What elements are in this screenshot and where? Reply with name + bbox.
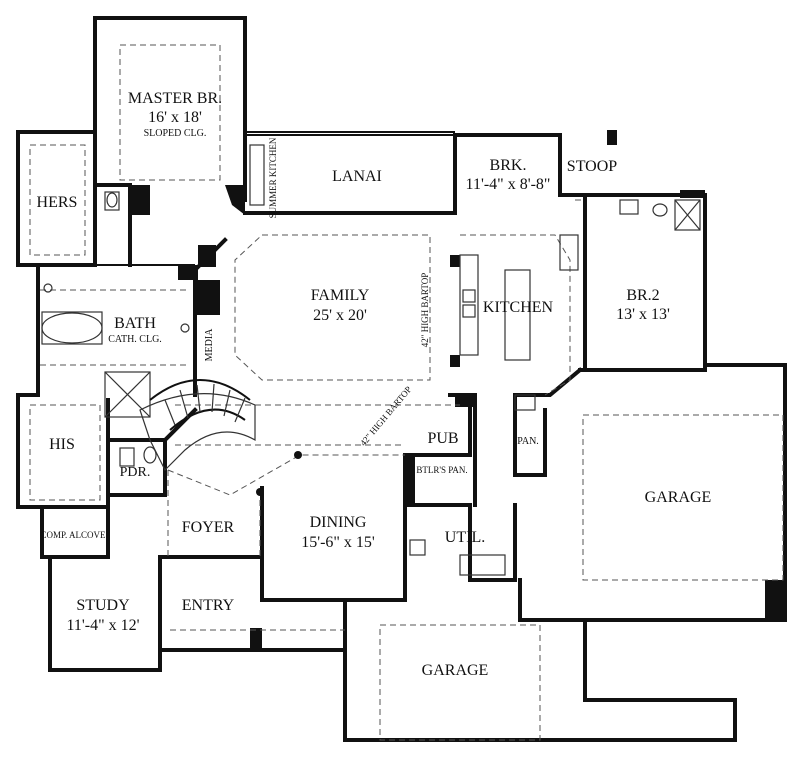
bath-name: BATH: [114, 315, 156, 332]
master-br-note: SLOPED CLG.: [144, 128, 207, 139]
dining-size: 15'-6" x 15': [301, 534, 375, 551]
media-name: MEDIA: [204, 328, 215, 362]
bath-note: CATH. CLG.: [108, 334, 162, 345]
study-name: STUDY: [76, 597, 130, 614]
room-labels: MASTER BR. 16' x 18' SLOPED CLG. HERS BA…: [37, 90, 712, 679]
garage-right-name: GARAGE: [645, 489, 712, 506]
brk-size: 11'-4" x 8'-8": [466, 176, 551, 193]
stoop-name: STOOP: [567, 158, 617, 175]
garage-bottom-name: GARAGE: [422, 662, 489, 679]
family-size: 25' x 20': [313, 307, 367, 324]
kitchen-name: KITCHEN: [483, 299, 554, 316]
staircase: [139, 379, 302, 496]
comp-alcove-name: COMP. ALCOVE: [40, 530, 106, 540]
fixtures: [41, 144, 701, 576]
br2-size: 13' x 13': [616, 306, 670, 323]
brk-name: BRK.: [490, 157, 527, 174]
pan-name: PAN.: [517, 436, 539, 447]
hers-name: HERS: [37, 194, 78, 211]
master-br-name: MASTER BR.: [128, 90, 222, 107]
dashed-lines: [29, 44, 784, 741]
br2-name: BR.2: [626, 287, 659, 304]
util-name: UTIL.: [445, 529, 485, 546]
dining-name: DINING: [310, 514, 367, 531]
lanai-name: LANAI: [332, 168, 382, 185]
pdr-name: PDR.: [120, 465, 151, 480]
master-br-size: 16' x 18': [148, 109, 202, 126]
study-size: 11'-4" x 12': [66, 617, 139, 634]
foyer-name: FOYER: [182, 519, 235, 536]
btlrs-pan-name: BTLR'S PAN.: [416, 465, 467, 475]
entry-name: ENTRY: [182, 597, 235, 614]
summer-kitchen-name: SUMMER KITCHEN: [268, 137, 278, 218]
pub-name: PUB: [427, 430, 458, 447]
family-name: FAMILY: [311, 287, 370, 304]
bartop2-name: 42" HIGH BARTOP: [358, 384, 414, 447]
bartop1-name: 42" HIGH BARTOP: [420, 273, 430, 347]
his-name: HIS: [49, 436, 75, 453]
columns: [130, 130, 787, 650]
